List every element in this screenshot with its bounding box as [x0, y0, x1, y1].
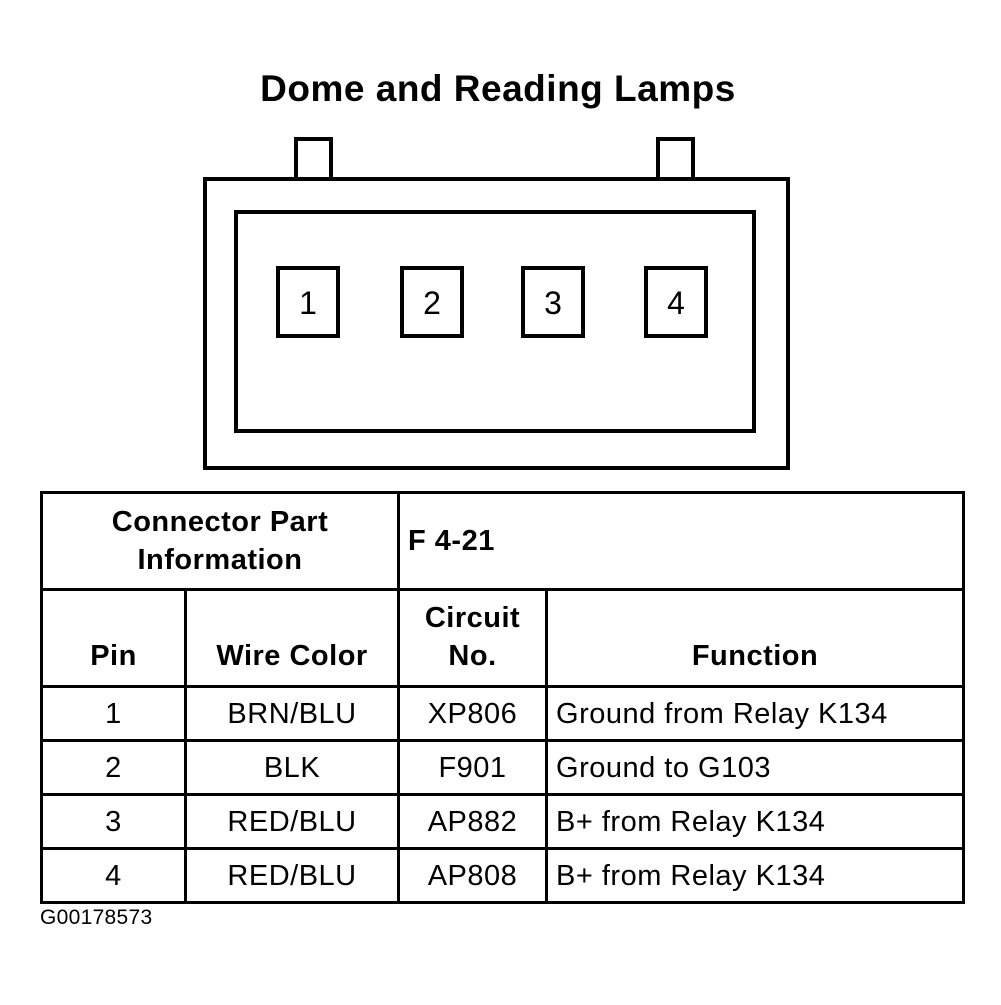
header-circuit: Circuit No. [397, 588, 549, 688]
circuit-cell: F901 [397, 739, 549, 796]
part-info-label-line1: Connector Part [111, 506, 329, 538]
connector-body [203, 177, 790, 470]
circuit-cell: AP808 [397, 847, 549, 904]
pin-number-4: 4 [667, 285, 685, 321]
diagram-title: Dome and Reading Lamps [260, 68, 736, 109]
header-pin: Pin [40, 588, 187, 688]
connector-drawing: 1 2 3 4 [203, 137, 790, 470]
pin-box-2 [400, 266, 464, 338]
table-row: 1 BRN/BLU XP806 Ground from Relay K134 [40, 685, 966, 742]
pin-cell: 2 [40, 739, 187, 796]
wire-color-cell: BRN/BLU [183, 685, 401, 742]
header-circuit-line2: No. [448, 640, 497, 672]
pin-cell: 3 [40, 793, 187, 850]
part-info-label: Connector Part Information [39, 491, 401, 591]
table-row: 4 RED/BLU AP808 B+ from Relay K134 [40, 847, 966, 904]
pin-number-3: 3 [544, 285, 562, 321]
connector-info-table: Connector Part Information F 4-21 Pin Wi… [39, 491, 966, 904]
header-function: Function [545, 588, 966, 688]
wire-color-cell: RED/BLU [183, 793, 401, 850]
pin-box-4 [644, 266, 708, 338]
circuit-cell: AP882 [397, 793, 549, 850]
pin-cell: 1 [40, 685, 187, 742]
table-row: 2 BLK F901 Ground to G103 [40, 739, 966, 796]
pin-box-1 [276, 266, 340, 338]
function-cell: Ground from Relay K134 [545, 685, 966, 742]
wire-color-cell: BLK [183, 739, 401, 796]
pin-number-1: 1 [299, 285, 317, 321]
circuit-cell: XP806 [397, 685, 549, 742]
part-info-row: Connector Part Information F 4-21 [39, 491, 966, 591]
pin-cell: 4 [40, 847, 187, 904]
header-circuit-line1: Circuit [424, 602, 521, 634]
connector-cavity [234, 210, 756, 433]
function-cell: B+ from Relay K134 [545, 793, 966, 850]
table-row: 3 RED/BLU AP882 B+ from Relay K134 [40, 793, 966, 850]
function-cell: Ground to G103 [545, 739, 966, 796]
part-info-label-line2: Information [137, 544, 303, 576]
part-info-value: F 4-21 [397, 491, 966, 591]
pin-box-3 [521, 266, 585, 338]
header-wire-color: Wire Color [183, 588, 401, 688]
connector-tab-right [656, 137, 695, 181]
wire-color-cell: RED/BLU [183, 847, 401, 904]
connector-tab-left [294, 137, 333, 181]
header-row: Pin Wire Color Circuit No. Function [40, 588, 966, 688]
pin-number-2: 2 [423, 285, 441, 321]
image-code-label: G00178573 [40, 906, 153, 929]
function-cell: B+ from Relay K134 [545, 847, 966, 904]
